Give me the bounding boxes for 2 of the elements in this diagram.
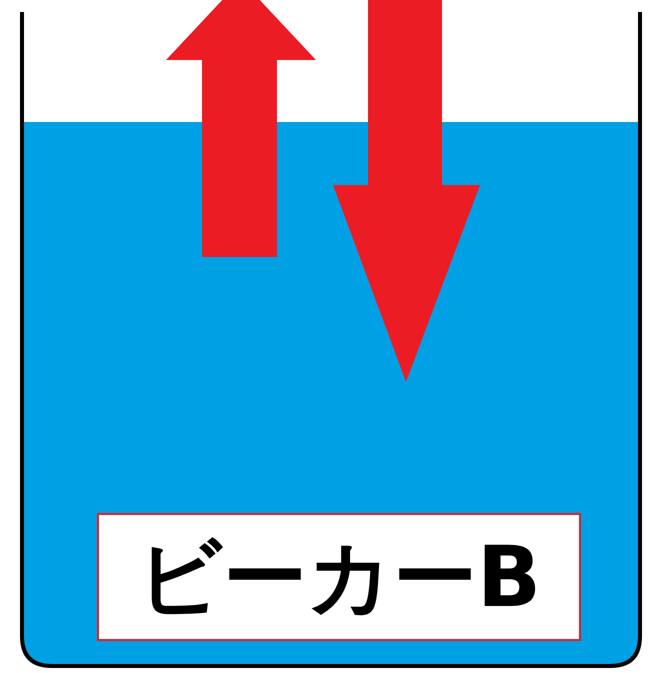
beaker-label: ビーカーB xyxy=(136,535,542,619)
label-box xyxy=(97,513,581,641)
